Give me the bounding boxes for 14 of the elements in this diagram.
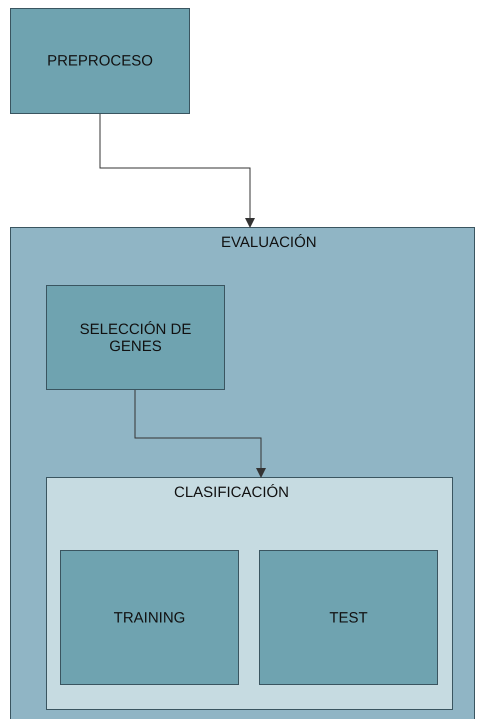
node-label: PREPROCESO (46, 52, 154, 70)
arrow (100, 114, 255, 228)
process-box (46, 285, 225, 390)
process-box (60, 550, 239, 685)
container-box (10, 227, 475, 719)
process-box (10, 8, 190, 114)
node-label: TEST (328, 609, 369, 626)
node-label: TRAINING (112, 609, 186, 626)
container-box (46, 477, 453, 710)
node-label: SELECCIÓN DE GENES (78, 320, 192, 354)
arrow (134, 390, 266, 478)
node-label: CLASIFICACIÓN (174, 484, 290, 501)
process-box (259, 550, 438, 685)
node-label: EVALUACIÓN (221, 234, 317, 251)
